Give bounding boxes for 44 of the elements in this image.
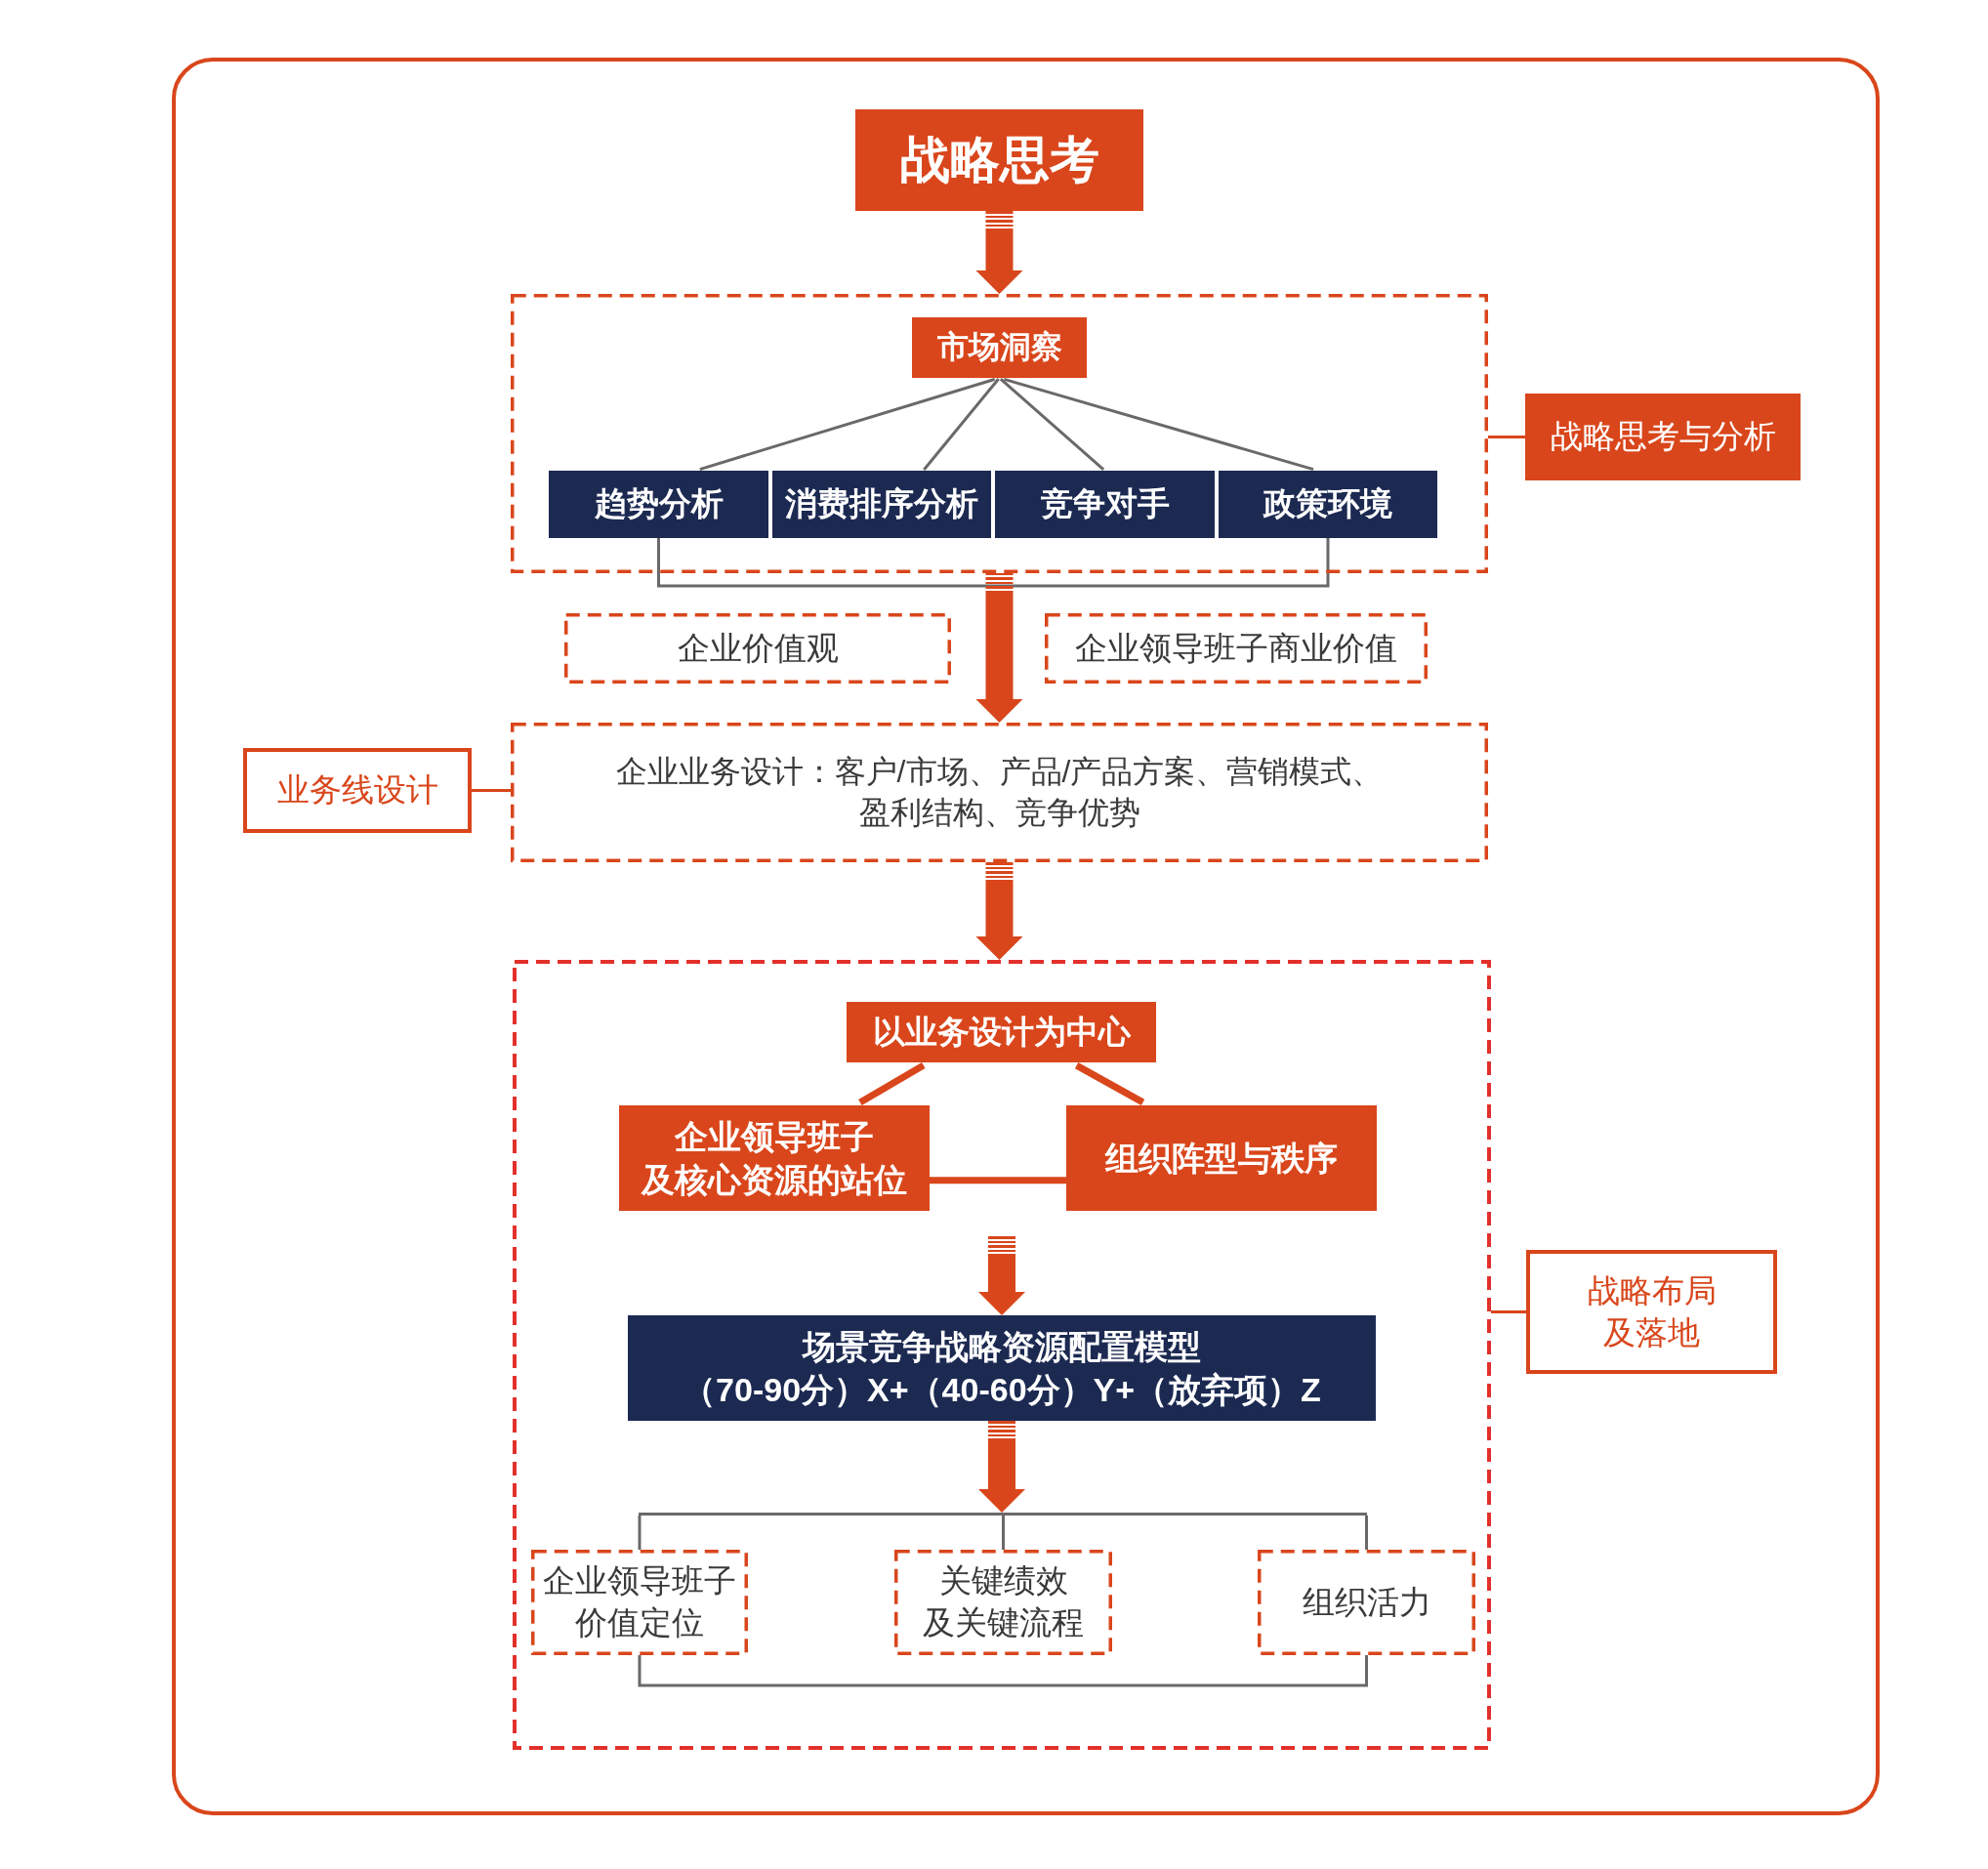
dashed-group-box (513, 960, 1491, 1750)
dashed-box: 企业领导班子价值定位 (531, 1550, 748, 1655)
block-arrow (975, 862, 1023, 960)
dashed-box: 组织活力 (1258, 1550, 1475, 1655)
connector-line (1074, 1062, 1145, 1105)
model-box (628, 1315, 1376, 1421)
block-arrow (978, 1421, 1025, 1513)
dashed-box: 企业领导班子商业价值 (1045, 613, 1428, 684)
block-arrow (975, 573, 1023, 723)
dashed-group-box (511, 294, 1488, 573)
connector-line (1491, 1310, 1526, 1313)
connector-line (1488, 436, 1525, 438)
connector-line (858, 1061, 926, 1106)
side-label-box: 战略布局及落地 (1526, 1250, 1777, 1374)
connector-line (638, 1516, 642, 1550)
heading-box: 战略思考 (855, 109, 1143, 211)
formula-text: （70-90分）X+（40-60分）Y+（放弃项）Z (683, 1370, 1321, 1410)
dashed-box: 企业价值观 (564, 613, 951, 684)
model-title: 场景竞争战略资源配置模型 (803, 1326, 1201, 1367)
connector-line (1365, 1516, 1368, 1550)
category-box: 消费排序分析 (772, 471, 991, 538)
dashed-box: 关键绩效及关键流程 (894, 1550, 1112, 1655)
bracket-line (657, 538, 1330, 588)
bracket-line (638, 1655, 1368, 1687)
category-box: 趋势分析 (549, 471, 768, 538)
connector-line (1002, 1516, 1005, 1550)
side-label-box: 战略思考与分析 (1525, 394, 1801, 480)
connector-line (930, 1177, 1066, 1184)
category-box: 竞争对手 (995, 471, 1215, 538)
process-box: 以业务设计为中心 (847, 1002, 1156, 1062)
process-box: 企业领导班子及核心资源的站位 (619, 1105, 930, 1211)
process-box: 市场洞察 (912, 317, 1087, 378)
dashed-box: 企业业务设计：客户/市场、产品/产品方案、营销模式、盈利结构、竞争优势 (511, 723, 1488, 862)
split-bar (639, 1513, 1367, 1516)
block-arrow (978, 1236, 1025, 1315)
connector-line (923, 378, 1000, 471)
connector-line (699, 377, 996, 472)
side-label-box: 业务线设计 (243, 748, 472, 833)
connector-line (1004, 377, 1314, 472)
category-box: 政策环境 (1219, 471, 1437, 538)
block-arrow (975, 211, 1023, 294)
process-box: 组织阵型与秩序 (1066, 1105, 1377, 1211)
connector-line (999, 377, 1105, 472)
connector-line (472, 789, 511, 792)
